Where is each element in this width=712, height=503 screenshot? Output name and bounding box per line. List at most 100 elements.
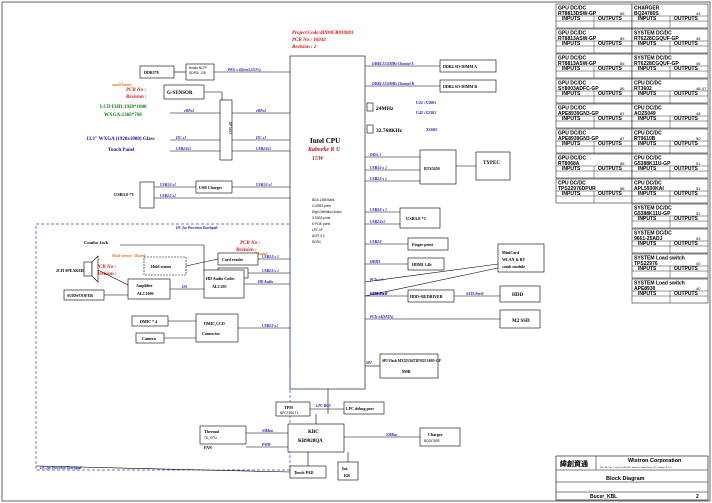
power-cell-part: BQ24780S (634, 11, 659, 17)
kb-label-2: KB (344, 473, 350, 478)
power-cell-part: RT6228CGQUF-GP (634, 36, 679, 42)
power-cell-page: 88 (620, 186, 625, 191)
power-cell-page: 51 (696, 186, 701, 191)
usb3-right-bus: USB3.0 x 1 (370, 208, 387, 212)
power-cell-part: AOZ5049 (634, 111, 656, 117)
power-cell-title: SYSTEM Load switch (634, 281, 685, 287)
usb2-port-label: USB2.0 x1 (160, 194, 176, 198)
power-cell-page: 46-47 (696, 86, 707, 91)
usb-charger-label: USB Charger (199, 185, 222, 190)
i2c-pch-label: I2C x1 (255, 136, 266, 140)
power-cell-title: CPU DC/DC (558, 181, 586, 187)
power-cell-part: G5388K11U-GP (634, 161, 671, 167)
power-cell-page: 40 (696, 286, 701, 291)
i2c-label: I2C x1 (175, 136, 186, 140)
power-cell-outputs: OUTPUTS (674, 16, 699, 22)
power-cell-part: G5388K11U-GP (634, 211, 671, 217)
power-cell-part: TPS22976DPUR (558, 186, 596, 192)
hdd-label: HDD (512, 293, 524, 298)
power-cell-outputs: OUTPUTS (598, 16, 623, 22)
power-cell-inputs: INPUTS (638, 291, 657, 297)
power-cell-inputs: INPUTS (638, 166, 657, 172)
xtal2-label: 32.768KHz (376, 128, 403, 134)
lpc-label: LPC BUS (315, 404, 331, 408)
usb30-right-box (399, 207, 441, 229)
power-cell-outputs: OUTPUTS (674, 241, 699, 247)
power-cell-part: RT9610B (634, 136, 656, 142)
m2-label: M2 SSD (512, 319, 530, 324)
alc-label: ALC1006 (137, 291, 153, 296)
usb-mini: USB2.0 x 1 (370, 292, 387, 296)
power-cell-outputs: OUTPUTS (674, 66, 699, 72)
card-usb-label: USB2.0 x 1 (262, 255, 279, 259)
i2s-label: I2S (181, 285, 187, 289)
power-cell-part: APE8930 (634, 286, 656, 292)
power-cell-outputs: OUTPUTS (674, 216, 699, 222)
spi-label: SPI Flash MX25U6473FM2I 16M+GP (382, 359, 442, 363)
touch-panel: Touch Panel (108, 148, 135, 153)
lcd-wxga: WXGA:1366*768 (104, 113, 142, 118)
power-cell-inputs: INPUTS (638, 191, 657, 197)
power-cell-page: 51 (696, 161, 701, 166)
power-cell-inputs: INPUTS (562, 116, 581, 122)
dmic-ccd-box (195, 313, 239, 343)
hda-label: HD Audio (257, 280, 273, 284)
usb3-typec-label: USB3.0 x 1 (370, 166, 387, 170)
usb30-left-box (139, 181, 155, 209)
ddr3-label: DDR3*8 (144, 70, 159, 75)
camera-usb-label: USB2.0 x1 (262, 324, 278, 328)
charger-sub: BQ24780S (424, 439, 440, 443)
power-cell-outputs: OUTPUTS (674, 91, 699, 97)
power-cell-title: CHARGER (634, 6, 660, 12)
ec-sub: KB9028QA (298, 439, 323, 444)
power-cell-page: 87 (620, 111, 625, 116)
power-cell-outputs: OUTPUTS (598, 141, 623, 147)
company-name: Wistron Corporation (628, 458, 682, 464)
cpu-feature: DDR4 (312, 240, 321, 244)
cpu-feature: High Definition Audio (312, 210, 342, 214)
lpc-debug-box (343, 401, 385, 415)
pcie-mini: PCIe x 1 (370, 278, 383, 282)
power-cell-page: 86 (620, 86, 625, 91)
minicard-label-2: WLAN & BT (502, 257, 525, 262)
power-cell-title: GPU DC/DC (558, 81, 586, 87)
hold-sensor-label: Hold sensor (151, 264, 172, 269)
power-cell-part: RT6228CGQUF-GP (634, 61, 679, 67)
lpc-debug-label: LPC debug port (346, 406, 374, 411)
xtal1-label: 24MHz (376, 106, 394, 112)
revision: Revision : 2 (292, 45, 317, 50)
power-cell-part: RT8813DSW-GP (558, 11, 597, 17)
usb3-port-label: USB3.0 x1 (160, 183, 176, 187)
touchpad-label: Touch PAD (294, 470, 314, 475)
tpm-label: TPM (284, 405, 293, 410)
spi-bus: SPI (366, 361, 372, 365)
pwm-fan: PWM (262, 443, 271, 447)
power-cell-part: SY8003ADFC-GP (558, 86, 599, 92)
power-cell-page: 85 (620, 11, 625, 16)
power-cell-page: 44 (696, 11, 701, 16)
x1601: U22 :X1601 (416, 100, 436, 105)
usb2-label: USB2.0x1 (176, 147, 191, 151)
finger-label: Finger print (412, 242, 434, 247)
power-cell-title: GPU DC/DC (558, 56, 586, 62)
xtal2-icon (366, 124, 374, 134)
power-cell-inputs: INPUTS (638, 266, 657, 272)
power-cell-inputs: INPUTS (638, 216, 657, 222)
audio-codec-box (203, 269, 245, 299)
power-cell-title: SYSTEM DC/DC (634, 31, 672, 37)
speaker-label: 2CH SPEAKER (56, 268, 84, 273)
power-cell-page: 86 (620, 61, 625, 66)
power-cell-title: SYSTEM DC/DC (634, 206, 672, 212)
minicard-label-1: MiniCard (502, 250, 520, 255)
typec-box (475, 151, 511, 181)
tpm-sub: NPCT650 TL (280, 411, 299, 415)
